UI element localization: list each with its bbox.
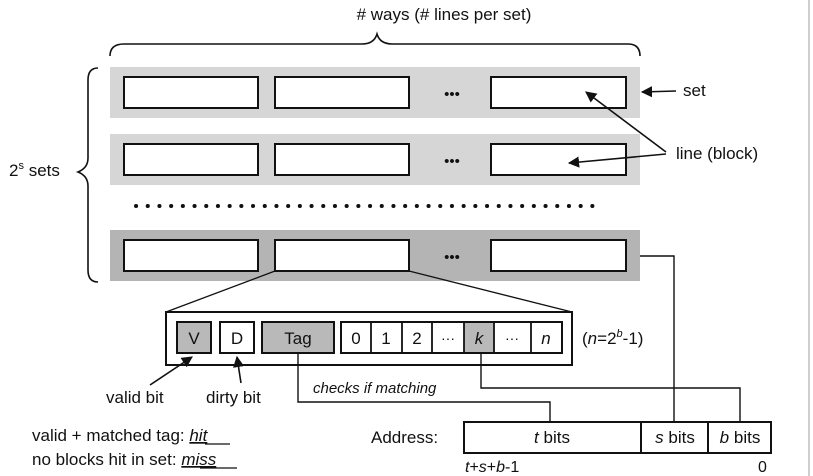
expanded-line: V D Tag 0 1 2 ··· k ··· n: [165, 311, 573, 366]
line-arrow: [585, 91, 667, 153]
tag-field: [261, 321, 335, 354]
byte-ellipsis: ···: [441, 330, 455, 346]
msb-index: t+s+b-1: [465, 459, 519, 476]
byte-2: 2: [412, 329, 421, 348]
byte-ellipsis: ···: [505, 330, 519, 346]
byte-0: 0: [351, 329, 360, 348]
cache-line: [123, 143, 259, 176]
ways-ellipsis: •••: [444, 86, 460, 103]
t-bits: t bits: [534, 428, 570, 447]
line-label: line (block): [676, 144, 758, 163]
line-arrow: [567, 153, 667, 168]
b-bits: b bits: [720, 428, 761, 447]
zoom-line: [165, 270, 276, 313]
cache-line: [274, 143, 410, 176]
checks-label: checks if matching: [313, 380, 437, 397]
cache-line: [490, 239, 627, 272]
hit-rule: valid + matched tag: hit: [32, 426, 209, 445]
valid-bit-arrow: [149, 356, 193, 386]
lsb-index: 0: [758, 459, 767, 476]
tag-match-connector: [297, 353, 551, 422]
address-box: [463, 421, 772, 454]
byte-1: 1: [381, 329, 390, 348]
set-arrow: [640, 86, 677, 98]
miss-rule: no blocks hit in set: miss: [32, 450, 217, 469]
valid-bit-label: valid bit: [106, 388, 164, 407]
zoom-line: [408, 270, 573, 313]
dirty-bit-arrow: [232, 355, 245, 384]
dirty-bit-label: dirty bit: [206, 388, 261, 407]
valid-bit-field: [176, 321, 212, 354]
ways-label: # ways (# lines per set): [357, 5, 532, 24]
svg-text:D: D: [231, 329, 243, 348]
cache-line: [123, 76, 259, 109]
set-label: set: [683, 81, 706, 100]
ways-brace: [109, 31, 641, 57]
sets-label: 2s sets: [9, 160, 60, 180]
address-label: Address:: [371, 428, 438, 447]
data-bytes: [340, 321, 563, 354]
ways-ellipsis: •••: [444, 153, 460, 170]
cache-line-selected: [274, 239, 410, 272]
n-formula: (n=2b-1): [582, 328, 643, 348]
svg-text:Tag: Tag: [284, 329, 311, 348]
cache-line: [274, 76, 410, 109]
cache-line: [490, 76, 627, 109]
set-row: •••: [110, 67, 640, 118]
offset-connector: [480, 353, 741, 422]
set-row: •••: [110, 134, 640, 185]
set-index-connector: [640, 255, 675, 422]
s-bits: s bits: [655, 428, 695, 447]
svg-text:V: V: [188, 329, 200, 348]
byte-k-highlight: [464, 323, 494, 352]
sets-brace: [75, 67, 99, 283]
byte-n: n: [541, 329, 550, 348]
cache-line: [123, 239, 259, 272]
byte-k: k: [475, 329, 485, 348]
ways-ellipsis: •••: [444, 249, 460, 266]
set-row-selected: •••: [110, 230, 640, 281]
dirty-bit-field: [219, 321, 255, 354]
